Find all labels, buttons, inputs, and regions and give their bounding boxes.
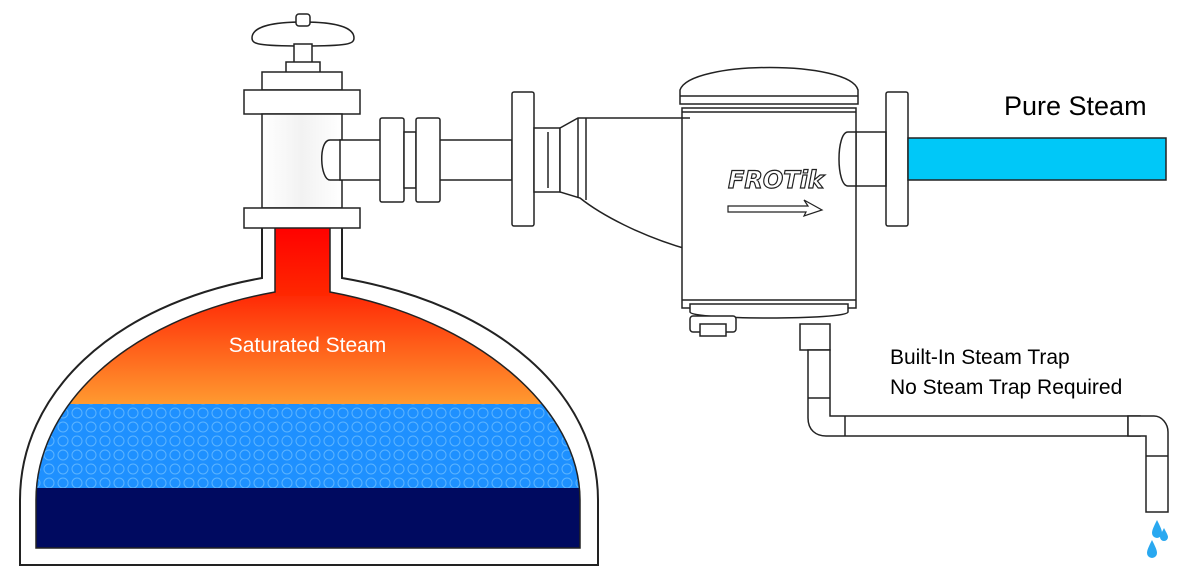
water-droplet-icon (1147, 520, 1168, 558)
pure-steam-pipe (907, 137, 1167, 181)
trap-label-line1: Built-In Steam Trap (890, 346, 1070, 369)
vessel (19, 225, 599, 566)
pure-steam-label: Pure Steam (1004, 91, 1147, 121)
separator-cap (679, 66, 859, 105)
neck-steam (275, 226, 330, 296)
globe-valve (243, 13, 361, 229)
saturated-steam-label: Saturated Steam (228, 334, 387, 357)
flange (379, 117, 405, 203)
valve-handwheel-icon (251, 13, 355, 75)
flange (885, 91, 909, 227)
flange (511, 91, 535, 227)
brand-logo: FROTik (728, 166, 826, 194)
separator-inlet-cone (559, 117, 691, 251)
arrow-right-icon (727, 199, 824, 218)
flange (415, 117, 441, 203)
inlet-piping (339, 91, 561, 227)
water-region (36, 404, 580, 490)
deep-water-region (36, 488, 580, 548)
trap-label-line2: No Steam Trap Required (890, 376, 1123, 399)
separator (559, 66, 909, 337)
drain-line (799, 323, 1169, 513)
